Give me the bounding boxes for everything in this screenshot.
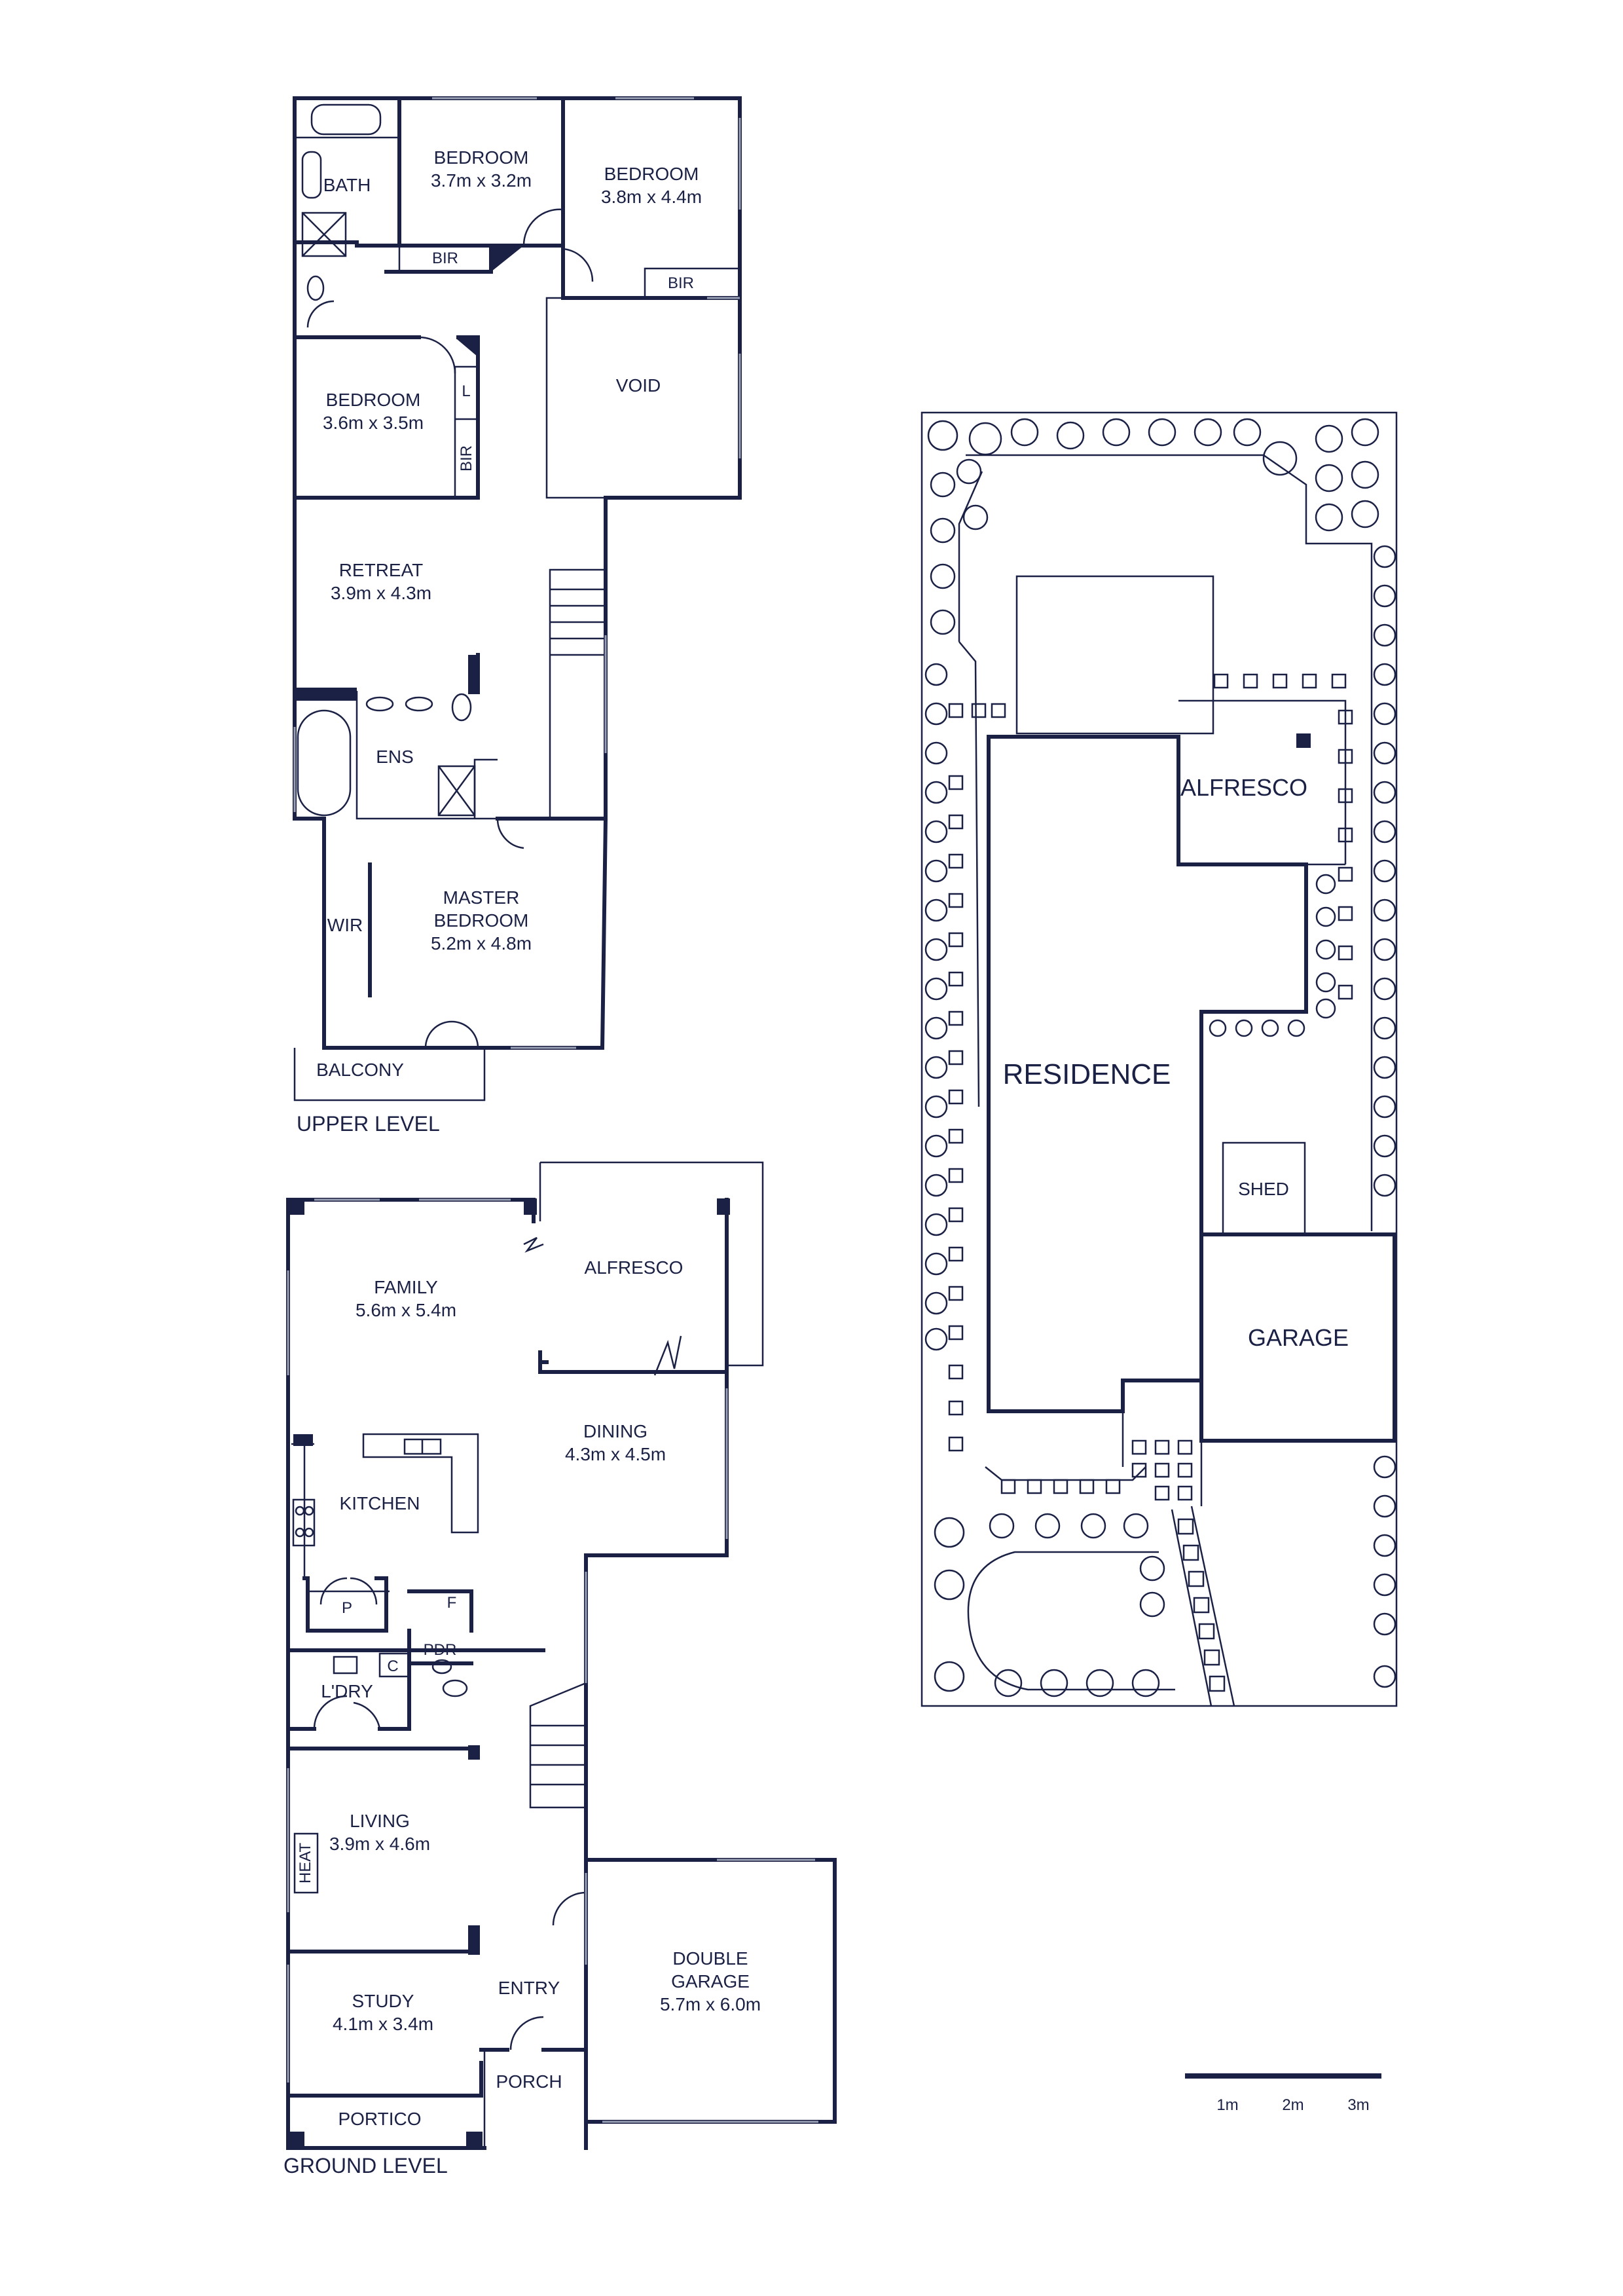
ensuite-label: ENS [376,747,414,767]
family-label: FAMILY [374,1277,438,1297]
void-label: VOID [616,375,661,396]
upper-level-plan [293,96,742,1102]
bath-label: BATH [323,175,371,195]
balcony-label: BALCONY [316,1060,404,1080]
ground-alfresco-label: ALFRESCO [585,1257,684,1278]
pdr-label: PDR [424,1641,457,1659]
entry-label: ENTRY [498,1978,560,1998]
site-trees [924,418,1396,1697]
retreat-label: RETREAT [339,560,424,580]
bedroom-1-size: 3.7m x 3.2m [431,170,532,191]
heater-label: HEAT [297,1843,314,1884]
cupboard-label: C [387,1657,398,1675]
bir-2-label: BIR [668,274,694,292]
site-alfresco-label: ALFRESCO [1180,774,1307,801]
bedroom-2-size: 3.8m x 4.4m [601,187,702,207]
linen-label: L [462,382,470,400]
dining-label: DINING [583,1421,647,1441]
bir-1-label: BIR [432,250,458,267]
scale-1m: 1m [1216,2096,1238,2114]
bedroom-2-label: BEDROOM [604,164,699,184]
master-bedroom-label-2: BEDROOM [434,910,529,931]
site-residence-label: RESIDENCE [1003,1058,1171,1090]
bedroom-1-label: BEDROOM [434,147,529,168]
wir-label: WIR [327,915,363,935]
scale-3m: 3m [1347,2096,1369,2114]
portico-label: PORTICO [338,2109,421,2129]
bir-3-label: BIR [458,445,475,472]
kitchen-label: KITCHEN [340,1493,420,1513]
porch-label: PORCH [496,2071,562,2092]
double-garage-label-1: DOUBLE [672,1948,748,1969]
bedroom-3-label: BEDROOM [326,390,421,410]
bedroom-3-size: 3.6m x 3.5m [323,413,424,433]
double-garage-size: 5.7m x 6.0m [660,1994,761,2014]
family-size: 5.6m x 5.4m [356,1300,456,1320]
site-plan [921,411,1398,1707]
upper-level-title: UPPER LEVEL [297,1112,440,1136]
laundry-label: L'DRY [321,1681,373,1701]
site-pavers [948,673,1353,1692]
living-size: 3.9m x 4.6m [329,1834,430,1854]
living-label: LIVING [350,1811,410,1831]
study-label: STUDY [352,1991,414,2011]
master-bedroom-label-1: MASTER [443,887,520,908]
scale-bar: 1m 2m 3m [1185,2073,1381,2114]
pantry-label: P [342,1599,352,1617]
retreat-size: 3.9m x 4.3m [331,583,431,603]
dining-size: 4.3m x 4.5m [565,1444,666,1464]
ground-level-title: GROUND LEVEL [283,2154,448,2177]
master-bedroom-size: 5.2m x 4.8m [431,933,532,954]
ground-level-plan [286,1161,837,2150]
site-shed-label: SHED [1238,1179,1289,1199]
scale-2m: 2m [1282,2096,1304,2114]
study-size: 4.1m x 3.4m [333,2014,433,2034]
double-garage-label-2: GARAGE [671,1971,750,1991]
site-garage-label: GARAGE [1248,1324,1349,1351]
fridge-label: F [447,1594,457,1612]
